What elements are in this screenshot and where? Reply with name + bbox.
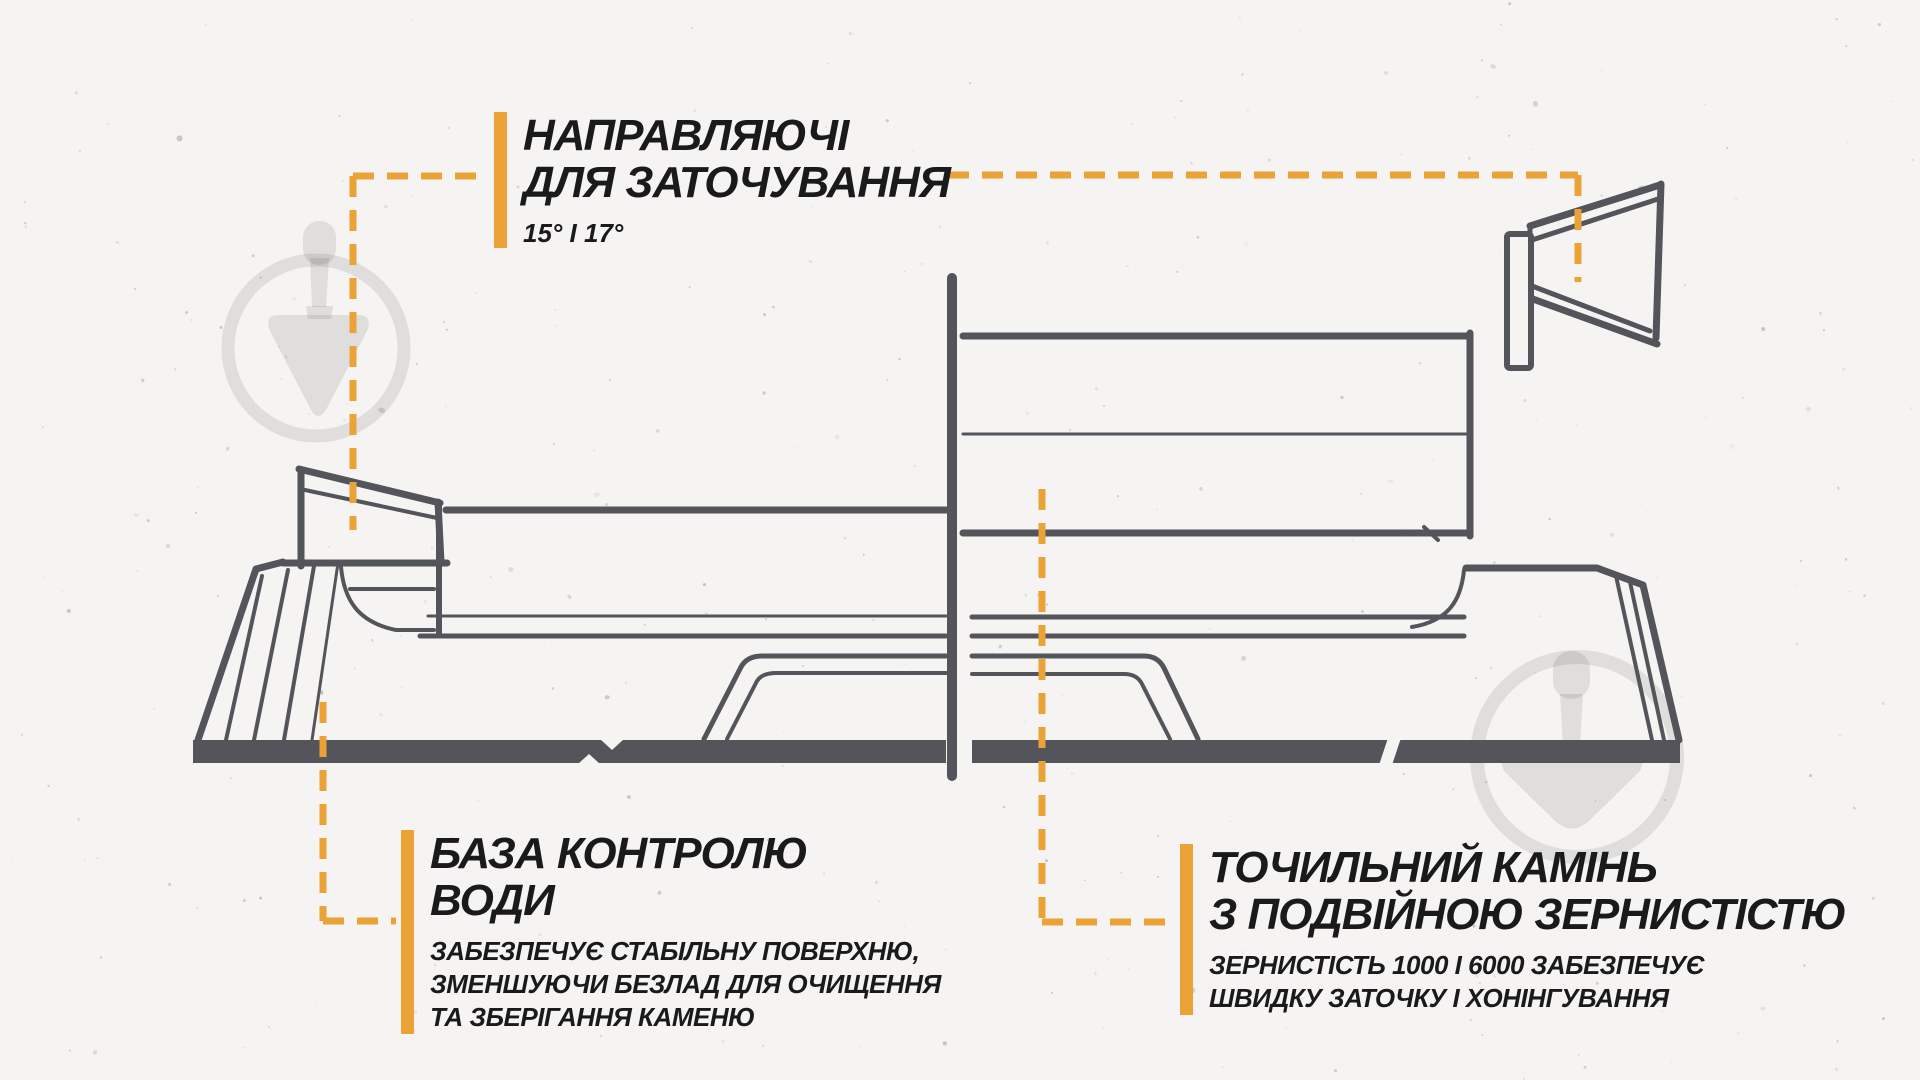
- label-description: ЗЕРНИСТІСТЬ 1000 І 6000 ЗАБЕЗПЕЧУЄ ШВИДК…: [1209, 949, 1846, 1015]
- label-description: ЗАБЕЗПЕЧУЄ СТАБІЛЬНУ ПОВЕРХНЮ, ЗМЕНШУЮЧИ…: [430, 935, 941, 1034]
- trowel-watermark-icon: [221, 221, 411, 443]
- ground-line: [193, 738, 1680, 765]
- accent-bar: [401, 830, 414, 1034]
- angle-guide-3d-drawing: [1504, 180, 1665, 371]
- label-description-line: ТА ЗБЕРІГАННЯ КАМЕНЮ: [430, 1002, 755, 1032]
- label-angles: 15° І 17°: [523, 218, 624, 248]
- label-water-control-base: БАЗА КОНТРОЛЮ ВОДИ ЗАБЕЗПЕЧУЄ СТАБІЛЬНУ …: [401, 830, 941, 1034]
- angle-guide-side-drawing: [295, 465, 445, 570]
- base-drawing: [194, 502, 1683, 744]
- label-title: НАПРАВЛЯЮЧІ ДЛЯ ЗАТОЧУВАННЯ: [523, 111, 951, 207]
- connector-lines: [319, 171, 1582, 926]
- label-description-line: ЗЕРНИСТІСТЬ 1000 І 6000 ЗАБЕЗПЕЧУЄ: [1209, 950, 1704, 980]
- label-title-line: НАПРАВЛЯЮЧІ: [523, 111, 849, 160]
- label-sharpening-guides: НАПРАВЛЯЮЧІ ДЛЯ ЗАТОЧУВАННЯ 15° І 17°: [494, 111, 951, 248]
- accent-bar: [1180, 844, 1193, 1015]
- label-title-line: ТОЧИЛЬНИЙ КАМІНЬ: [1209, 843, 1658, 892]
- label-title-line: З ПОДВІЙНОЮ ЗЕРНИСТІСТЮ: [1209, 890, 1847, 939]
- label-title-line: ВОДИ: [430, 876, 555, 925]
- label-description-line: ЗАБЕЗПЕЧУЄ СТАБІЛЬНУ ПОВЕРХНЮ,: [430, 936, 920, 966]
- label-title: ТОЧИЛЬНИЙ КАМІНЬ З ПОДВІЙНОЮ ЗЕРНИСТІСТЮ: [1209, 843, 1847, 939]
- label-title-line: ДЛЯ ЗАТОЧУВАННЯ: [523, 158, 951, 207]
- label-description-line: ШВИДКУ ЗАТОЧКУ І ХОНІНГУВАННЯ: [1209, 983, 1669, 1013]
- label-dual-grit-stone: ТОЧИЛЬНИЙ КАМІНЬ З ПОДВІЙНОЮ ЗЕРНИСТІСТЮ…: [1180, 843, 1847, 1015]
- stone-right-half-drawing: [959, 329, 1474, 542]
- accent-bar: [494, 112, 507, 248]
- label-title-line: БАЗА КОНТРОЛЮ: [430, 829, 808, 878]
- label-description-line: ЗМЕНШУЮЧИ БЕЗЛАД ДЛЯ ОЧИЩЕННЯ: [430, 969, 941, 999]
- label-title: БАЗА КОНТРОЛЮ ВОДИ: [430, 830, 941, 924]
